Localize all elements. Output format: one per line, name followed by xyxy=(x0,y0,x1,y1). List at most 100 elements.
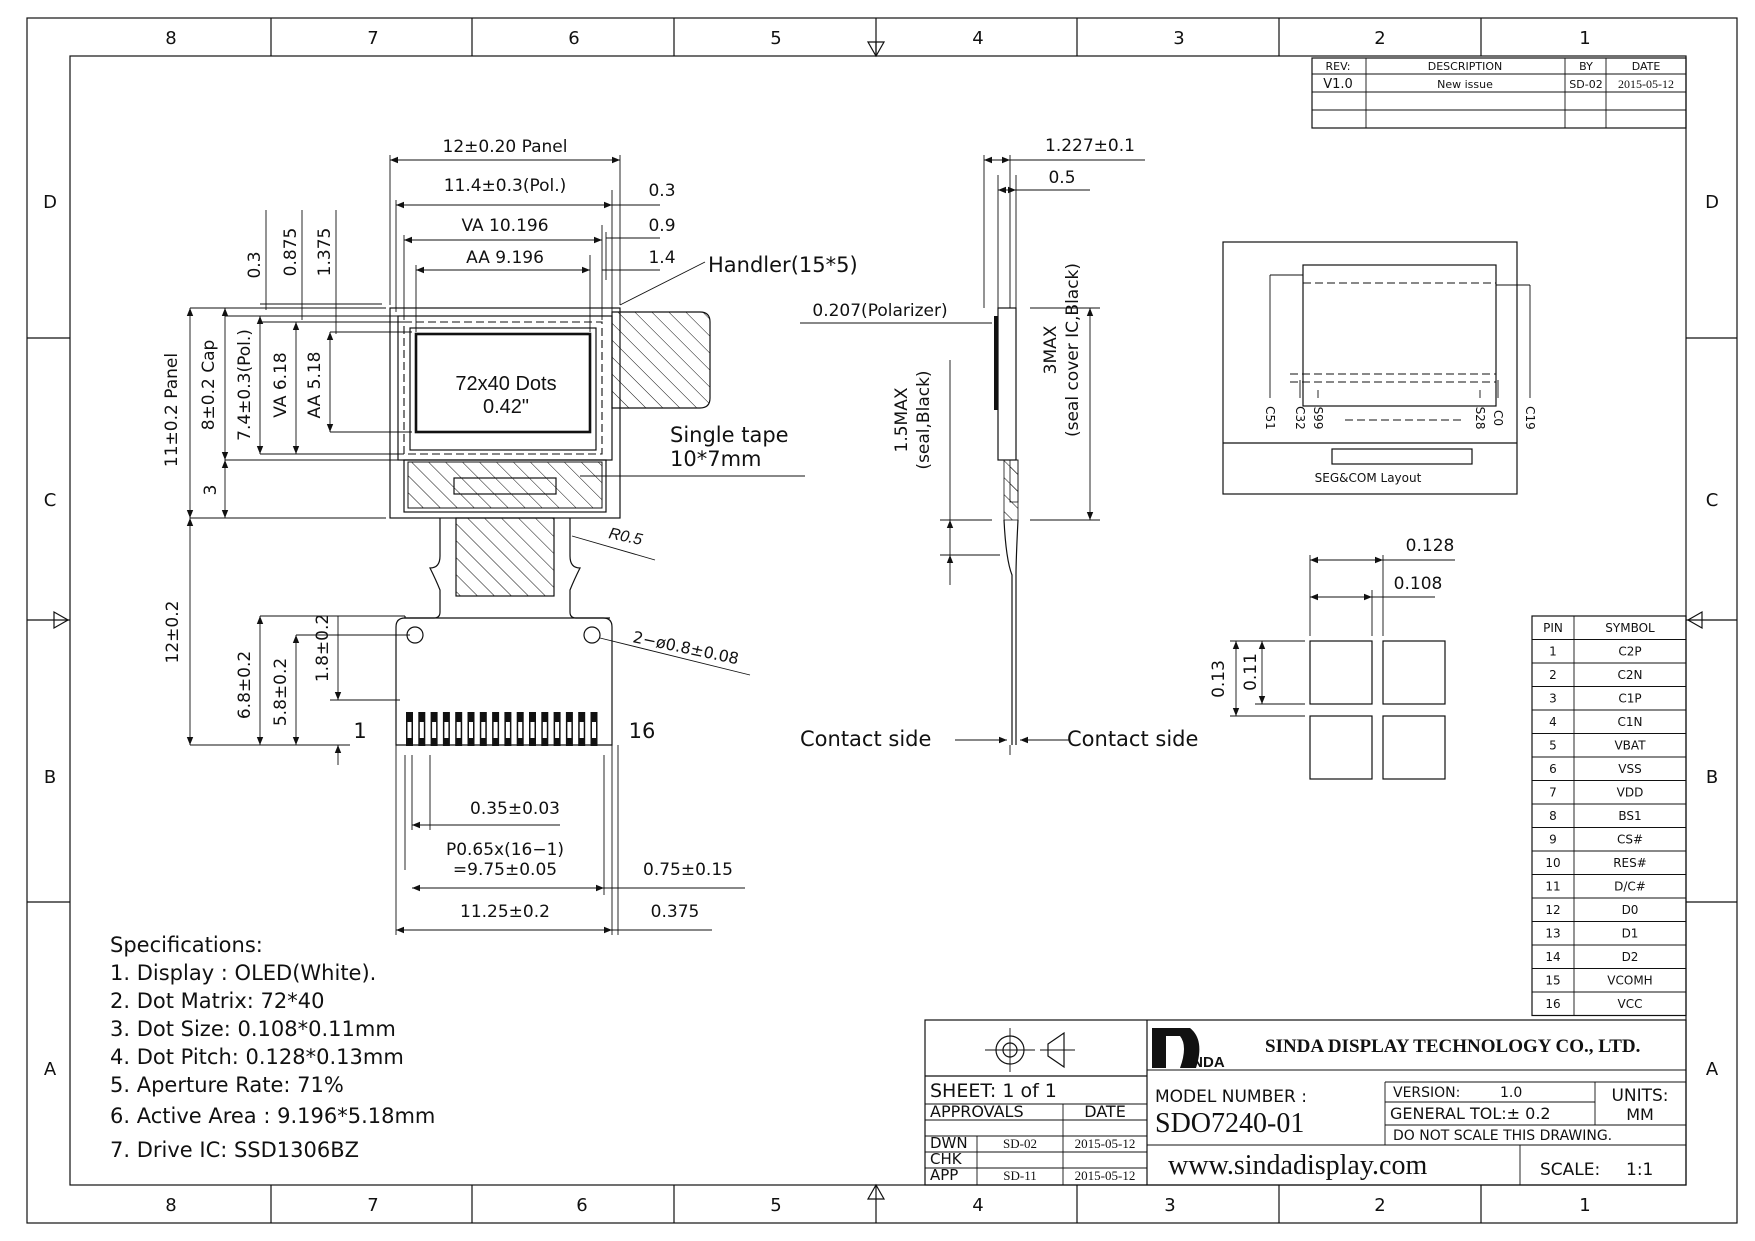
pin-symbol: VDD xyxy=(1617,786,1644,800)
contact-pad-window xyxy=(456,722,461,738)
pin-number: 15 xyxy=(1545,974,1560,988)
dim-offset-1-4: 1.4 xyxy=(648,248,675,268)
units-label: UNITS: xyxy=(1611,1086,1668,1106)
dim-fpc-width: 11.25±0.2 xyxy=(460,902,550,922)
pin-number: 3 xyxy=(1549,692,1557,706)
pin-number: 10 xyxy=(1545,856,1560,870)
pin-symbol: C2N xyxy=(1618,668,1643,682)
row-right-C: C xyxy=(1706,490,1719,511)
pin-symbol: CS# xyxy=(1617,833,1643,847)
company-logo: INDA xyxy=(1152,1028,1225,1071)
approval-date: 2015-05-12 xyxy=(1075,1136,1136,1151)
pin-symbol: C2P xyxy=(1618,645,1641,659)
pin-number: 9 xyxy=(1549,833,1557,847)
pin-number: 2 xyxy=(1549,668,1557,682)
col-bot-3: 3 xyxy=(1164,1195,1175,1216)
contact-pad-window xyxy=(579,722,584,738)
col-top-8: 8 xyxy=(165,28,176,49)
version-label: VERSION: xyxy=(1393,1085,1460,1101)
pin-table-border xyxy=(1531,615,1687,1017)
approval-role: DWN xyxy=(930,1134,968,1152)
pin-symbol: D2 xyxy=(1622,950,1639,964)
dim-1-5max-note: (seal,Black) xyxy=(914,370,934,469)
pin-number: 14 xyxy=(1545,950,1560,964)
dim-dot-pitch-y: 0.13 xyxy=(1209,660,1229,698)
layout-label-c0: C0 xyxy=(1491,410,1505,426)
contact-pad-window xyxy=(481,722,486,738)
dim-top-1-375: 1.375 xyxy=(315,228,335,277)
radius-label: R0.5 xyxy=(607,525,644,549)
dim-pol-height: 7.4±0.3(Pol.) xyxy=(235,329,255,441)
dim-pol-width: 11.4±0.3(Pol.) xyxy=(444,176,567,196)
spec-item: 3. Dot Size: 0.108*0.11mm xyxy=(110,1017,396,1041)
pin-header-pin: PIN xyxy=(1543,621,1563,635)
pin-1-label: 1 xyxy=(353,719,366,743)
approval-by: SD-02 xyxy=(1003,1136,1037,1151)
contact-pad-window xyxy=(518,722,523,738)
company-name: SINDA DISPLAY TECHNOLOGY CO., LTD. xyxy=(1265,1036,1640,1057)
version-value: 1.0 xyxy=(1500,1085,1522,1101)
dim-3: 3 xyxy=(201,485,221,496)
dim-aa-height: AA 5.18 xyxy=(305,352,325,419)
contact-pad-window xyxy=(444,722,449,738)
pin-symbol: VSS xyxy=(1618,762,1641,776)
no-scale-note: DO NOT SCALE THIS DRAWING. xyxy=(1393,1128,1612,1144)
col-bot-6: 6 xyxy=(576,1195,587,1216)
dim-va-height: VA 6.18 xyxy=(271,352,291,417)
handler-label: Handler(15*5) xyxy=(708,253,858,277)
contact-pad-window xyxy=(419,722,424,738)
model-number-label: MODEL NUMBER : xyxy=(1155,1087,1307,1107)
pin-number: 5 xyxy=(1549,739,1557,753)
pin-symbol: RES# xyxy=(1613,856,1647,870)
spec-item: 1. Display : OLED(White). xyxy=(110,961,376,985)
pin-symbol: VCOMH xyxy=(1607,974,1652,988)
specifications: Specifications: 1. Display : OLED(White)… xyxy=(110,933,435,1162)
spec-item: 6. Active Area : 9.196*5.18mm xyxy=(110,1104,435,1128)
dim-1-8: 1.8±0.2 xyxy=(313,614,333,682)
pin-symbol: VBAT xyxy=(1614,739,1646,753)
rev-header-rev: REV: xyxy=(1326,60,1351,73)
col-top-5: 5 xyxy=(770,28,781,49)
layout-label-c32: C32 xyxy=(1293,406,1307,430)
revision-table: REV: DESCRIPTION BY DATE V1.0 New issue … xyxy=(1311,57,1687,129)
layout-label-s28: S28 xyxy=(1473,407,1487,430)
pin-number: 11 xyxy=(1545,880,1560,894)
dim-total-thickness: 1.227±0.1 xyxy=(1045,136,1135,156)
dim-polarizer: 0.207(Polarizer) xyxy=(812,301,947,321)
holes-label: 2−ø0.8±0.08 xyxy=(631,627,740,668)
dim-aa-width: AA 9.196 xyxy=(466,248,544,268)
dim-3max: 3MAX xyxy=(1041,325,1061,374)
dim-top-0-875: 0.875 xyxy=(281,228,301,277)
col-bot-2: 2 xyxy=(1374,1195,1385,1216)
dots-label: 72x40 Dots xyxy=(455,373,556,395)
svg-text:INDA: INDA xyxy=(1188,1054,1225,1071)
dim-top-0-3: 0.3 xyxy=(245,251,265,278)
rev-header-date: DATE xyxy=(1632,60,1661,73)
dim-panel-width: 12±0.20 Panel xyxy=(443,137,568,157)
segcom-layout: C51 C32 S99 S28 C0 C19 SEG&COM Layout xyxy=(1222,241,1537,495)
dim-cap-height: 8±0.2 Cap xyxy=(199,340,219,431)
row-left-B: B xyxy=(44,767,56,788)
dim-glass-thickness: 0.5 xyxy=(1048,168,1075,188)
approvals-label: APPROVALS xyxy=(930,1102,1024,1121)
pin-symbol: VCC xyxy=(1618,997,1643,1011)
dim-fpc-length: 12±0.2 xyxy=(163,601,183,664)
row-left-C: C xyxy=(44,490,57,511)
dim-5-8: 5.8±0.2 xyxy=(271,658,291,726)
title-block: INDA SINDA DISPLAY TECHNOLOGY CO., LTD. … xyxy=(924,1019,1687,1186)
contact-pad-window xyxy=(407,722,412,738)
col-top-1: 1 xyxy=(1579,28,1590,49)
rev-header-by: BY xyxy=(1579,60,1593,73)
layout-label-c51: C51 xyxy=(1263,406,1277,430)
row-right-D: D xyxy=(1705,192,1719,213)
model-number: SDO7240-01 xyxy=(1155,1108,1304,1139)
layout-label-s99: S99 xyxy=(1311,407,1325,430)
approvals-date-header: DATE xyxy=(1084,1102,1126,1121)
units-value: MM xyxy=(1626,1105,1654,1124)
approval-role: CHK xyxy=(930,1150,963,1168)
col-bot-1: 1 xyxy=(1579,1195,1590,1216)
pin-number: 13 xyxy=(1545,927,1560,941)
col-top-2: 2 xyxy=(1374,28,1385,49)
dim-offset-0-75: 0.75±0.15 xyxy=(643,860,733,880)
pin-symbol: D0 xyxy=(1622,903,1639,917)
